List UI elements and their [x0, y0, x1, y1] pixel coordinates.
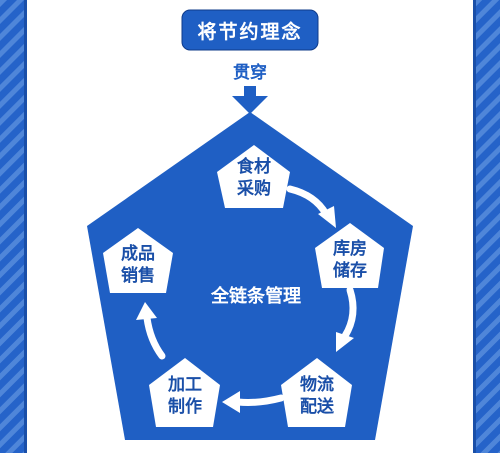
step-delivery-line2: 配送: [300, 396, 335, 417]
step-storage-line1: 库房: [333, 238, 367, 259]
step-procurement-line1: 食材: [237, 156, 271, 177]
left-stripe-band: [0, 0, 24, 453]
step-pentagon-storage: [315, 223, 384, 288]
left-band-edge: [24, 0, 27, 453]
arrow-storage-to-delivery: [336, 286, 357, 352]
step-processing-line2: 制作: [168, 396, 202, 417]
center-label: 全链条管理: [210, 285, 301, 307]
step-sales-line2: 销售: [121, 265, 155, 286]
step-pentagon-processing: [149, 358, 220, 427]
arrow-delivery-to-processing: [222, 391, 285, 413]
step-sales-line1: 成品: [121, 243, 155, 264]
arrow-processing-to-sales: [136, 302, 166, 360]
step-processing-line1: 加工: [167, 375, 202, 395]
arrow-procurement-to-storage: [286, 185, 336, 228]
down-arrow: [232, 86, 268, 114]
step-storage-line2: 储存: [333, 260, 367, 281]
right-stripe-band: [476, 0, 500, 453]
step-procurement-line2: 采购: [236, 178, 271, 199]
step-pentagon-delivery: [281, 358, 352, 427]
header-title: 将节约理念: [197, 20, 302, 43]
header-box: [181, 9, 319, 51]
step-pentagon-procurement: [217, 145, 290, 208]
step-pentagon-sales: [103, 228, 173, 293]
step-delivery-line1: 物流: [300, 374, 334, 395]
main-pentagon: [87, 112, 413, 440]
connector-label: 贯穿: [233, 62, 267, 83]
right-band-edge: [473, 0, 476, 453]
